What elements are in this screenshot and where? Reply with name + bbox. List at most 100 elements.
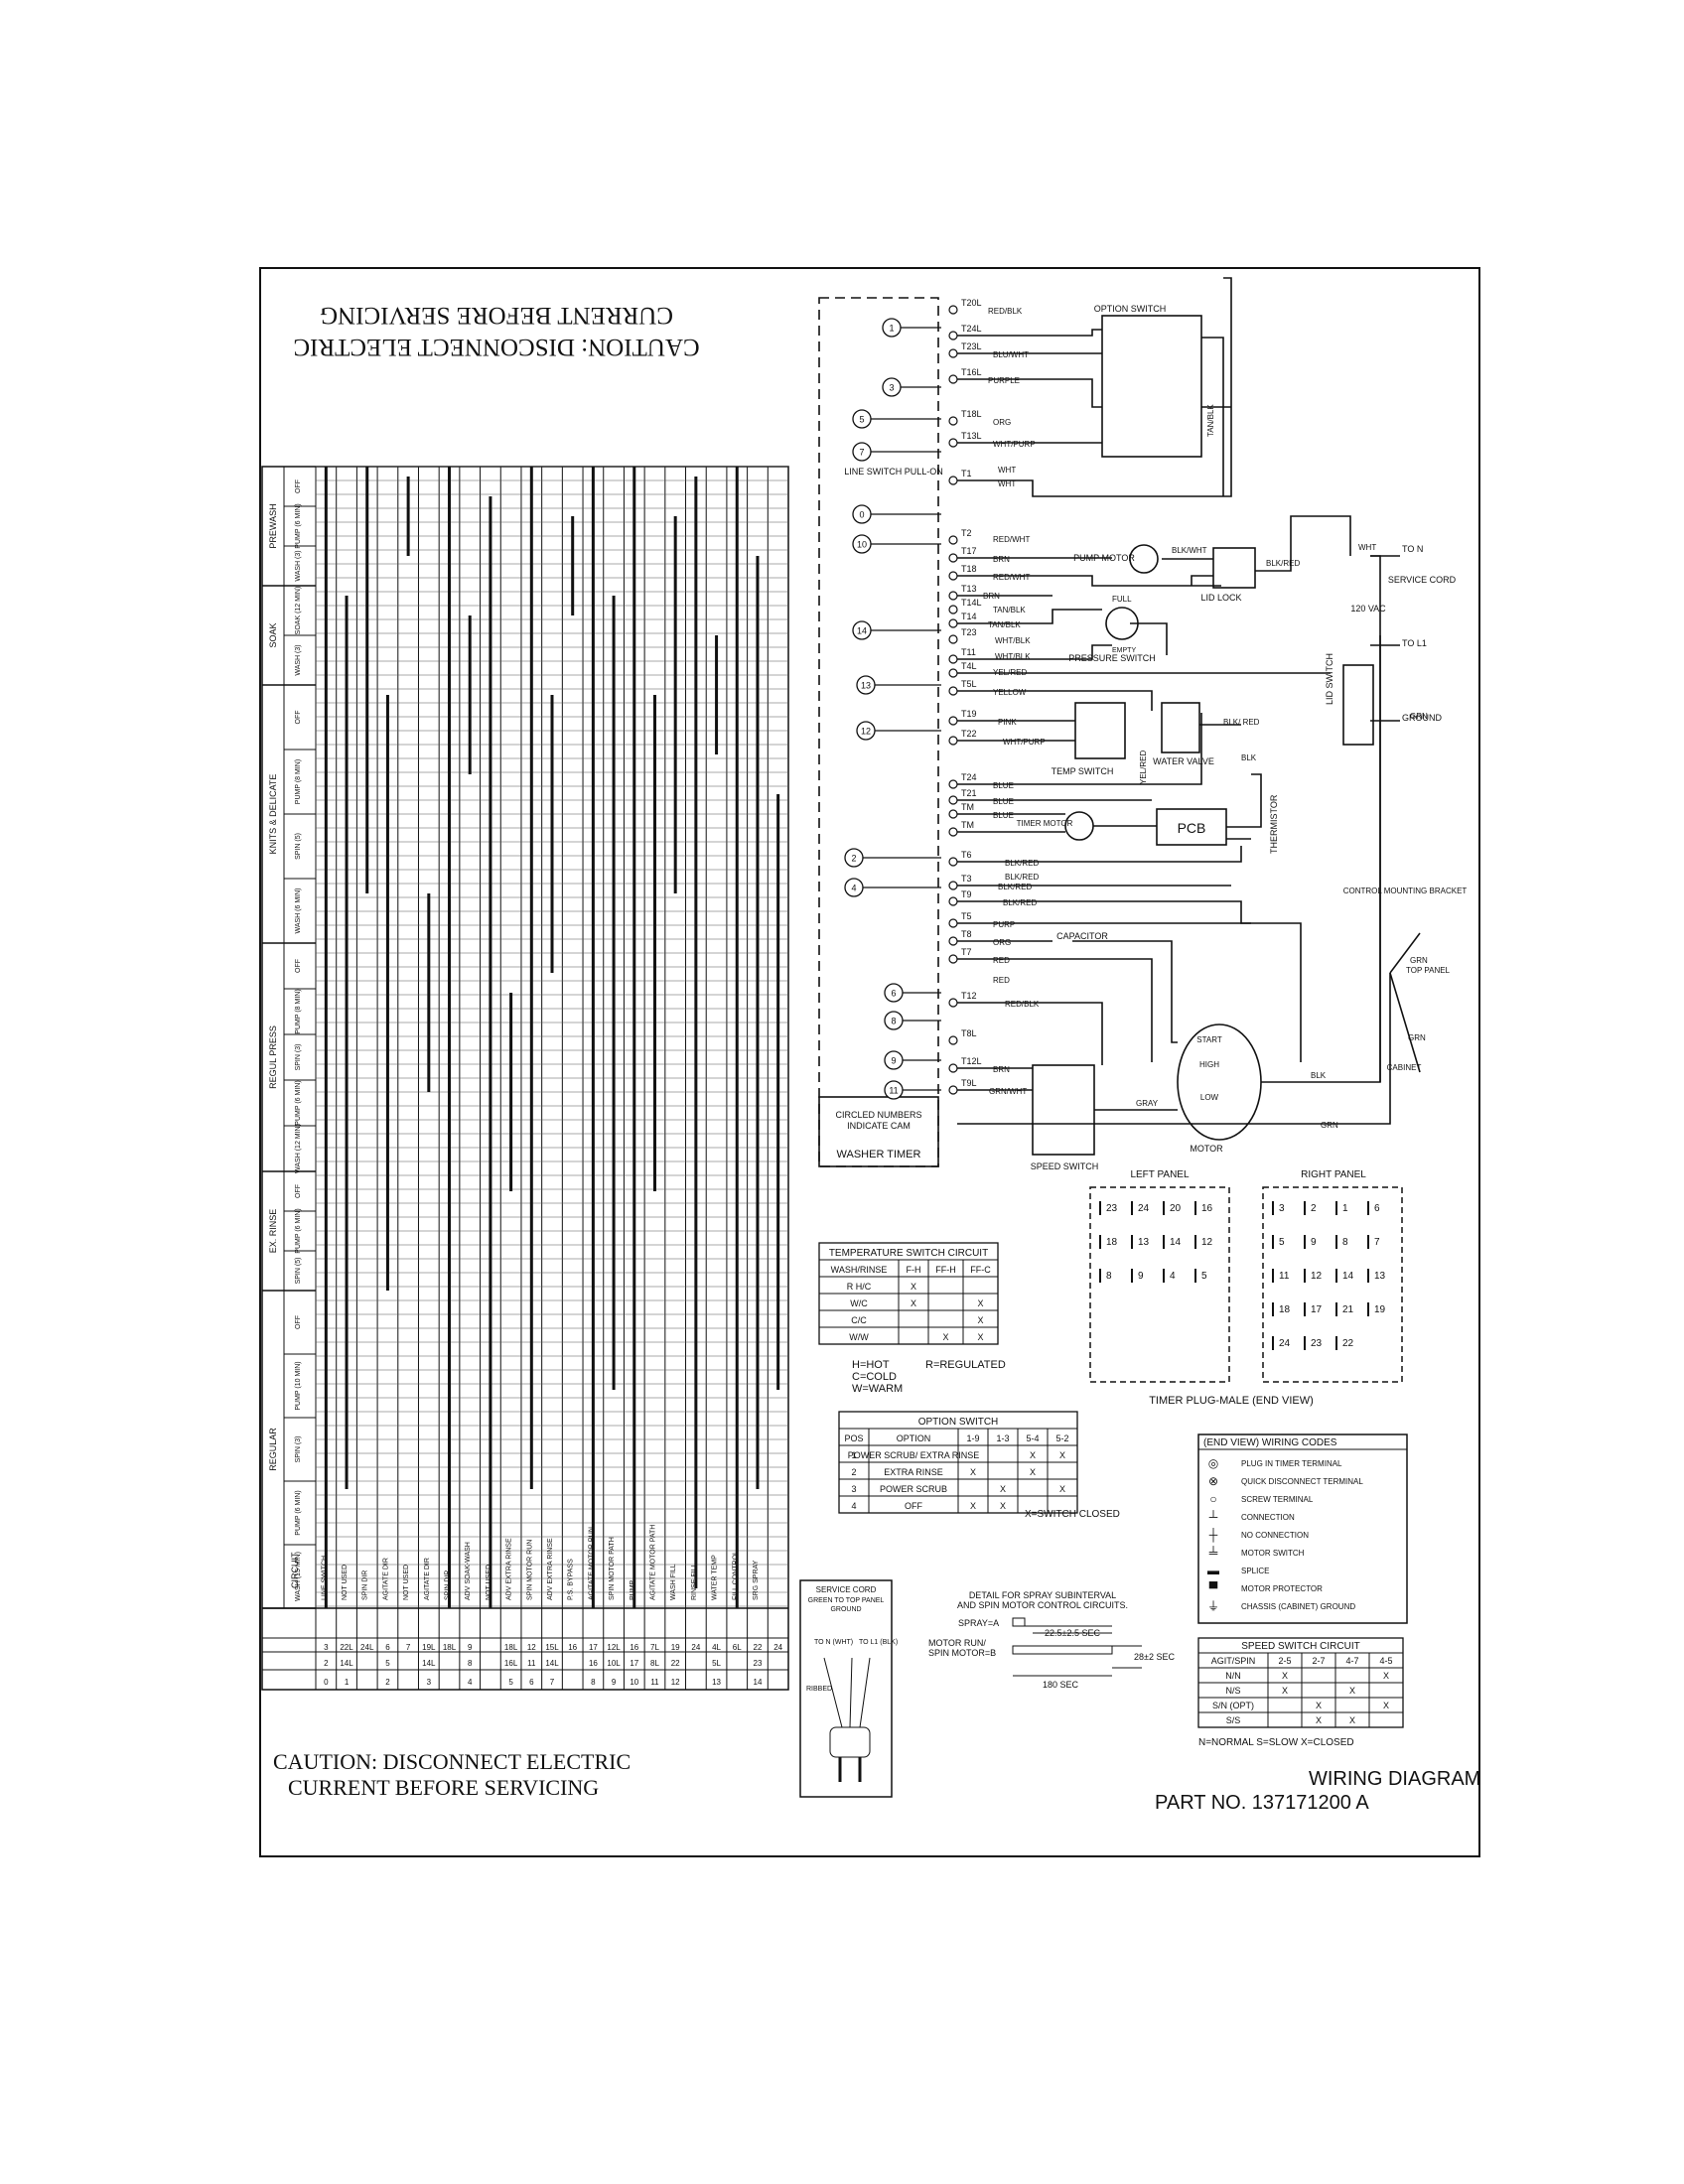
wire-color-label: BLK/RED [1003,898,1037,907]
plug-pin-number: 12 [1311,1271,1323,1282]
circuit-right-terminal: 16 [630,1643,638,1652]
circuit-right-terminal: 7 [406,1643,411,1652]
wiring-code-text: MOTOR PROTECTOR [1241,1584,1323,1593]
wire-color-label: PURPLE [988,376,1020,385]
temp-legend-cold: C=COLD [852,1371,897,1383]
wire-color-label: ORG [993,938,1011,947]
timer-terminal-icon [948,896,958,906]
wiring-code-text: CHASSIS (CABINET) GROUND [1241,1602,1355,1611]
thermistor-label: THERMISTOR [1269,794,1279,854]
timer-terminal-icon [948,668,958,678]
spray-time-1: 22.5±2.5 SEC [1045,1628,1100,1638]
circuit-left-terminal: 22 [671,1659,680,1668]
circuit-name: WATER TEMP [712,1555,719,1600]
circuit-right-terminal: 3 [324,1643,329,1652]
plug-pin-number: 6 [1374,1203,1380,1214]
to-l1-label: TO L1 [1402,638,1427,648]
lid-lock-label: LID LOCK [1200,593,1241,603]
lid-switch-label: LID SWITCH [1325,653,1334,705]
timer-terminal-label: T14 [961,612,977,621]
timer-terminal-label: TM [961,820,974,830]
cam-number: 1 [889,324,894,334]
table-cell: S/S [1226,1715,1241,1725]
timer-terminals: T20LT24LT23LT16LT18LT13LT1T2T17T18T13T14… [948,298,982,1095]
timer-terminal-label: T8 [961,929,972,939]
table-cell: X [977,1298,983,1308]
plug-pin-number: 7 [1374,1237,1380,1248]
table-cell: C/C [851,1315,867,1325]
wire-labels: RED/BLKBLU/WHTPURPLEORGWHT/PURPWHTWHTBRN… [983,307,1428,1130]
schematic-wire [957,846,1242,863]
cycle-segment-label: SPIN (3) [295,1044,302,1071]
cycle-segment-label: OFF [295,959,302,973]
low-label: LOW [1200,1093,1219,1102]
wire-color-label: YELLOW [993,688,1027,697]
timer-terminal-label: T18 [961,564,977,574]
timer-terminal-icon [948,779,958,789]
timer-terminal-icon [948,809,958,819]
timer-terminal-label: T5L [961,679,977,689]
circuit-right-terminal: 17 [589,1643,598,1652]
right-panel-frame [1262,1186,1403,1383]
option-switch-box [1101,315,1202,458]
circuit-name: WASH FILL [670,1564,677,1600]
cycle-segment-label: OFF [295,711,302,725]
plug-pin-number: 24 [1138,1203,1150,1214]
circuit-right-terminal: 24 [773,1643,782,1652]
capacitor-label: CAPACITOR [1056,931,1108,941]
plug-pin-number: 9 [1138,1271,1144,1282]
cycle-segment-label: PUMP (6 MIN) [295,1208,302,1253]
plug-pin-number: 20 [1170,1203,1182,1214]
cycle-group-name: SOAK [268,622,278,647]
wiring-code-text: SPLICE [1241,1567,1269,1575]
table-cell: X [1383,1701,1389,1710]
caution-inverted-line2: CURRENT BEFORE SERVICING [320,302,673,329]
wire-color-label: BLK/WHT [1172,546,1207,555]
table-header: F-H [907,1265,921,1275]
wire-color-label: WHT/BLK [995,636,1031,645]
wire-color-label: BLK/RED [1005,859,1039,868]
plug-pin-number: 14 [1342,1271,1354,1282]
table-header: 4-7 [1345,1656,1358,1666]
wiring-code-text: MOTOR SWITCH [1241,1549,1305,1558]
plug-pin-number: 24 [1279,1338,1291,1349]
circuit-cam: 10 [630,1678,638,1687]
circuit-right-terminal: 18L [504,1643,518,1652]
schematic-wire [957,713,1202,785]
circuit-name: SRG SPRAY [753,1560,760,1600]
option-table-note: X=SWITCH CLOSED [1025,1509,1120,1520]
table-header: AGIT/SPIN [1211,1656,1256,1666]
spray-time-3: 180 SEC [1043,1680,1079,1690]
circuit-name: AGITATE DIR [424,1558,431,1600]
circuit-right-terminal: 22L [340,1643,353,1652]
timer-terminal-icon [948,998,958,1008]
timer-terminal-icon [948,686,958,696]
table-header: 5-2 [1055,1433,1068,1443]
cycle-segment-label: SPIN (5) [295,833,302,860]
schematic-wire [1255,515,1351,572]
cord-wires [823,1657,871,1728]
plug-pin-number: 21 [1342,1304,1354,1315]
circuit-cam: 2 [385,1678,390,1687]
table-header: OPTION [897,1433,931,1443]
wire-color-label: GRN [1410,712,1428,721]
wiring-code-text: CONNECTION [1241,1513,1295,1522]
table-header: 1-9 [966,1433,979,1443]
wiring-codes-title: (END VIEW) WIRING CODES [1203,1437,1337,1448]
cycle-segment-label: PUMP (10 MIN) [295,1361,302,1410]
table-cell: X [1349,1686,1355,1696]
circuit-right-terminal: 22 [754,1643,763,1652]
spray-caption-2: AND SPIN MOTOR CONTROL CIRCUITS. [957,1600,1128,1610]
schematic-wire [1191,575,1213,586]
pcb-label: PCB [1178,820,1206,836]
cycle-segment-label: SPIN (3) [295,1436,302,1463]
cord-to-n: TO N (WHT) [814,1639,853,1646]
circuit-cam: 13 [712,1678,721,1687]
timer-terminal-label: T24 [961,772,977,782]
timer-terminal-icon [948,634,958,644]
speed-switch-label: SPEED SWITCH [1031,1161,1099,1171]
